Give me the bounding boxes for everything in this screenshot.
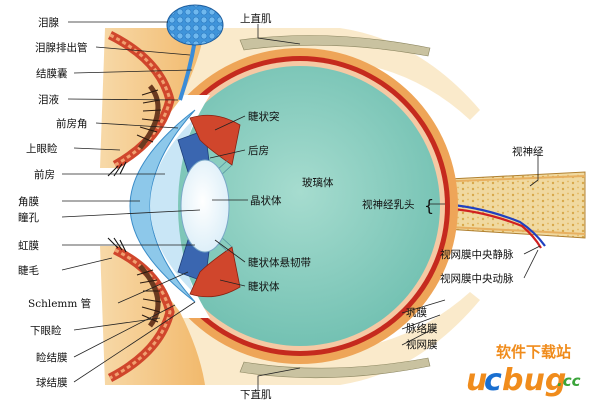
anterior-segment — [129, 95, 241, 318]
label-ciliary-process: 睫状突 — [248, 110, 280, 123]
lower-eyelid-group — [100, 237, 205, 385]
label-cornea: 角膜 — [18, 196, 39, 208]
label-choroid: 脉络膜 — [406, 322, 438, 335]
label-lacrimal-gland: 泪腺 — [38, 16, 59, 29]
label-anterior-chamber: 前房 — [34, 168, 55, 181]
watermark-brand-tld: .cc — [557, 372, 581, 390]
watermark-brand-bug: bug — [502, 363, 566, 398]
label-schlemm-canal: Schlemm 管 — [28, 297, 91, 310]
watermark-site-name: 软件下载站 — [496, 343, 571, 361]
label-lens: 晶状体 — [250, 194, 282, 207]
label-zonular-fibers: 睫状体悬韧带 — [248, 256, 311, 269]
leader-lines-left — [61, 21, 201, 383]
leader-lines-right — [209, 24, 541, 390]
label-vitreous-body: 玻璃体 — [302, 176, 334, 189]
labels-left: 泪腺 泪腺排出管 结膜囊 泪液 前房角 上眼睑 前房 角膜 瞳孔 虹膜 睫毛 S… — [18, 16, 91, 389]
central-retinal-vein — [439, 202, 546, 247]
orbital-tissue — [120, 28, 480, 385]
label-eyelashes: 睫毛 — [18, 265, 39, 277]
label-tears: 泪液 — [38, 93, 59, 106]
label-upper-eyelid: 上眼睑 — [26, 142, 58, 155]
label-optic-nerve: 视神经 — [512, 145, 544, 158]
label-retina: 视网膜 — [406, 338, 438, 351]
optic-disc-brace: { — [424, 196, 434, 215]
label-palpebral-conjunctiva: 睑结膜 — [36, 351, 68, 364]
label-central-retinal-vein: 视网膜中央静脉 — [440, 248, 514, 261]
watermark-brand-u: u — [466, 363, 487, 398]
upper-eyelid-shape — [100, 28, 205, 168]
label-pupil: 瞳孔 — [18, 211, 39, 224]
watermark-brand-c: c — [484, 363, 502, 398]
label-sclera: 巩膜 — [406, 307, 427, 319]
label-superior-rectus: 上直肌 — [240, 12, 272, 25]
lens-shape — [180, 159, 230, 253]
label-iris: 虹膜 — [18, 240, 39, 252]
inferior-rectus-muscle — [239, 357, 431, 379]
lacrimal-gland — [166, 4, 224, 46]
label-lacrimal-duct: 泪腺排出管 — [35, 41, 88, 54]
label-ciliary-body: 睫状体 — [248, 280, 280, 293]
anterior-chamber-shape — [150, 118, 195, 294]
label-central-retinal-artery: 视网膜中央动脉 — [440, 272, 514, 285]
label-conjunctival-sac: 结膜囊 — [36, 67, 68, 80]
label-inferior-rectus: 下直肌 — [240, 388, 272, 401]
label-posterior-chamber: 后房 — [248, 144, 269, 157]
label-bulbar-conjunctiva: 球结膜 — [36, 376, 68, 389]
superior-rectus-muscle — [239, 35, 431, 57]
lower-eyelid-shape — [100, 246, 205, 385]
central-retinal-artery — [439, 206, 542, 249]
site-watermark: 软件下载站 u c bug .cc — [466, 343, 581, 398]
label-lower-eyelid: 下眼睑 — [30, 324, 62, 337]
label-anterior-chamber-angle: 前房角 — [56, 117, 88, 130]
label-optic-disc: 视神经乳头 — [362, 198, 415, 211]
labels-right: 上直肌 睫状突 后房 玻璃体 晶状体 视神经乳头 { 视神经 睫状体悬韧带 睫状… — [240, 12, 544, 401]
